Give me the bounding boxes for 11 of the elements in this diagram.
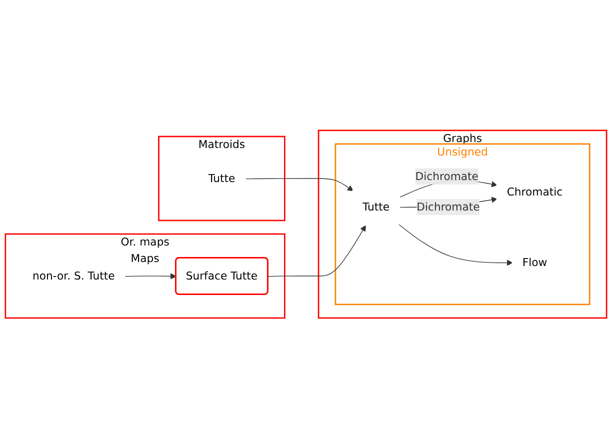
- arrow: [245, 178, 354, 191]
- node-text: Tutte: [362, 200, 390, 213]
- arrow: [268, 225, 366, 276]
- edge-label: Dichromate: [415, 169, 478, 182]
- edge-label: Dichromate: [416, 200, 480, 213]
- arrow: [398, 224, 513, 266]
- arrow: [124, 273, 176, 279]
- node-text: Tutte: [208, 172, 236, 184]
- node-text: Flow: [522, 255, 548, 268]
- node-text: non-or. S. Tutte: [32, 269, 115, 282]
- node-text: Chromatic: [506, 185, 563, 198]
